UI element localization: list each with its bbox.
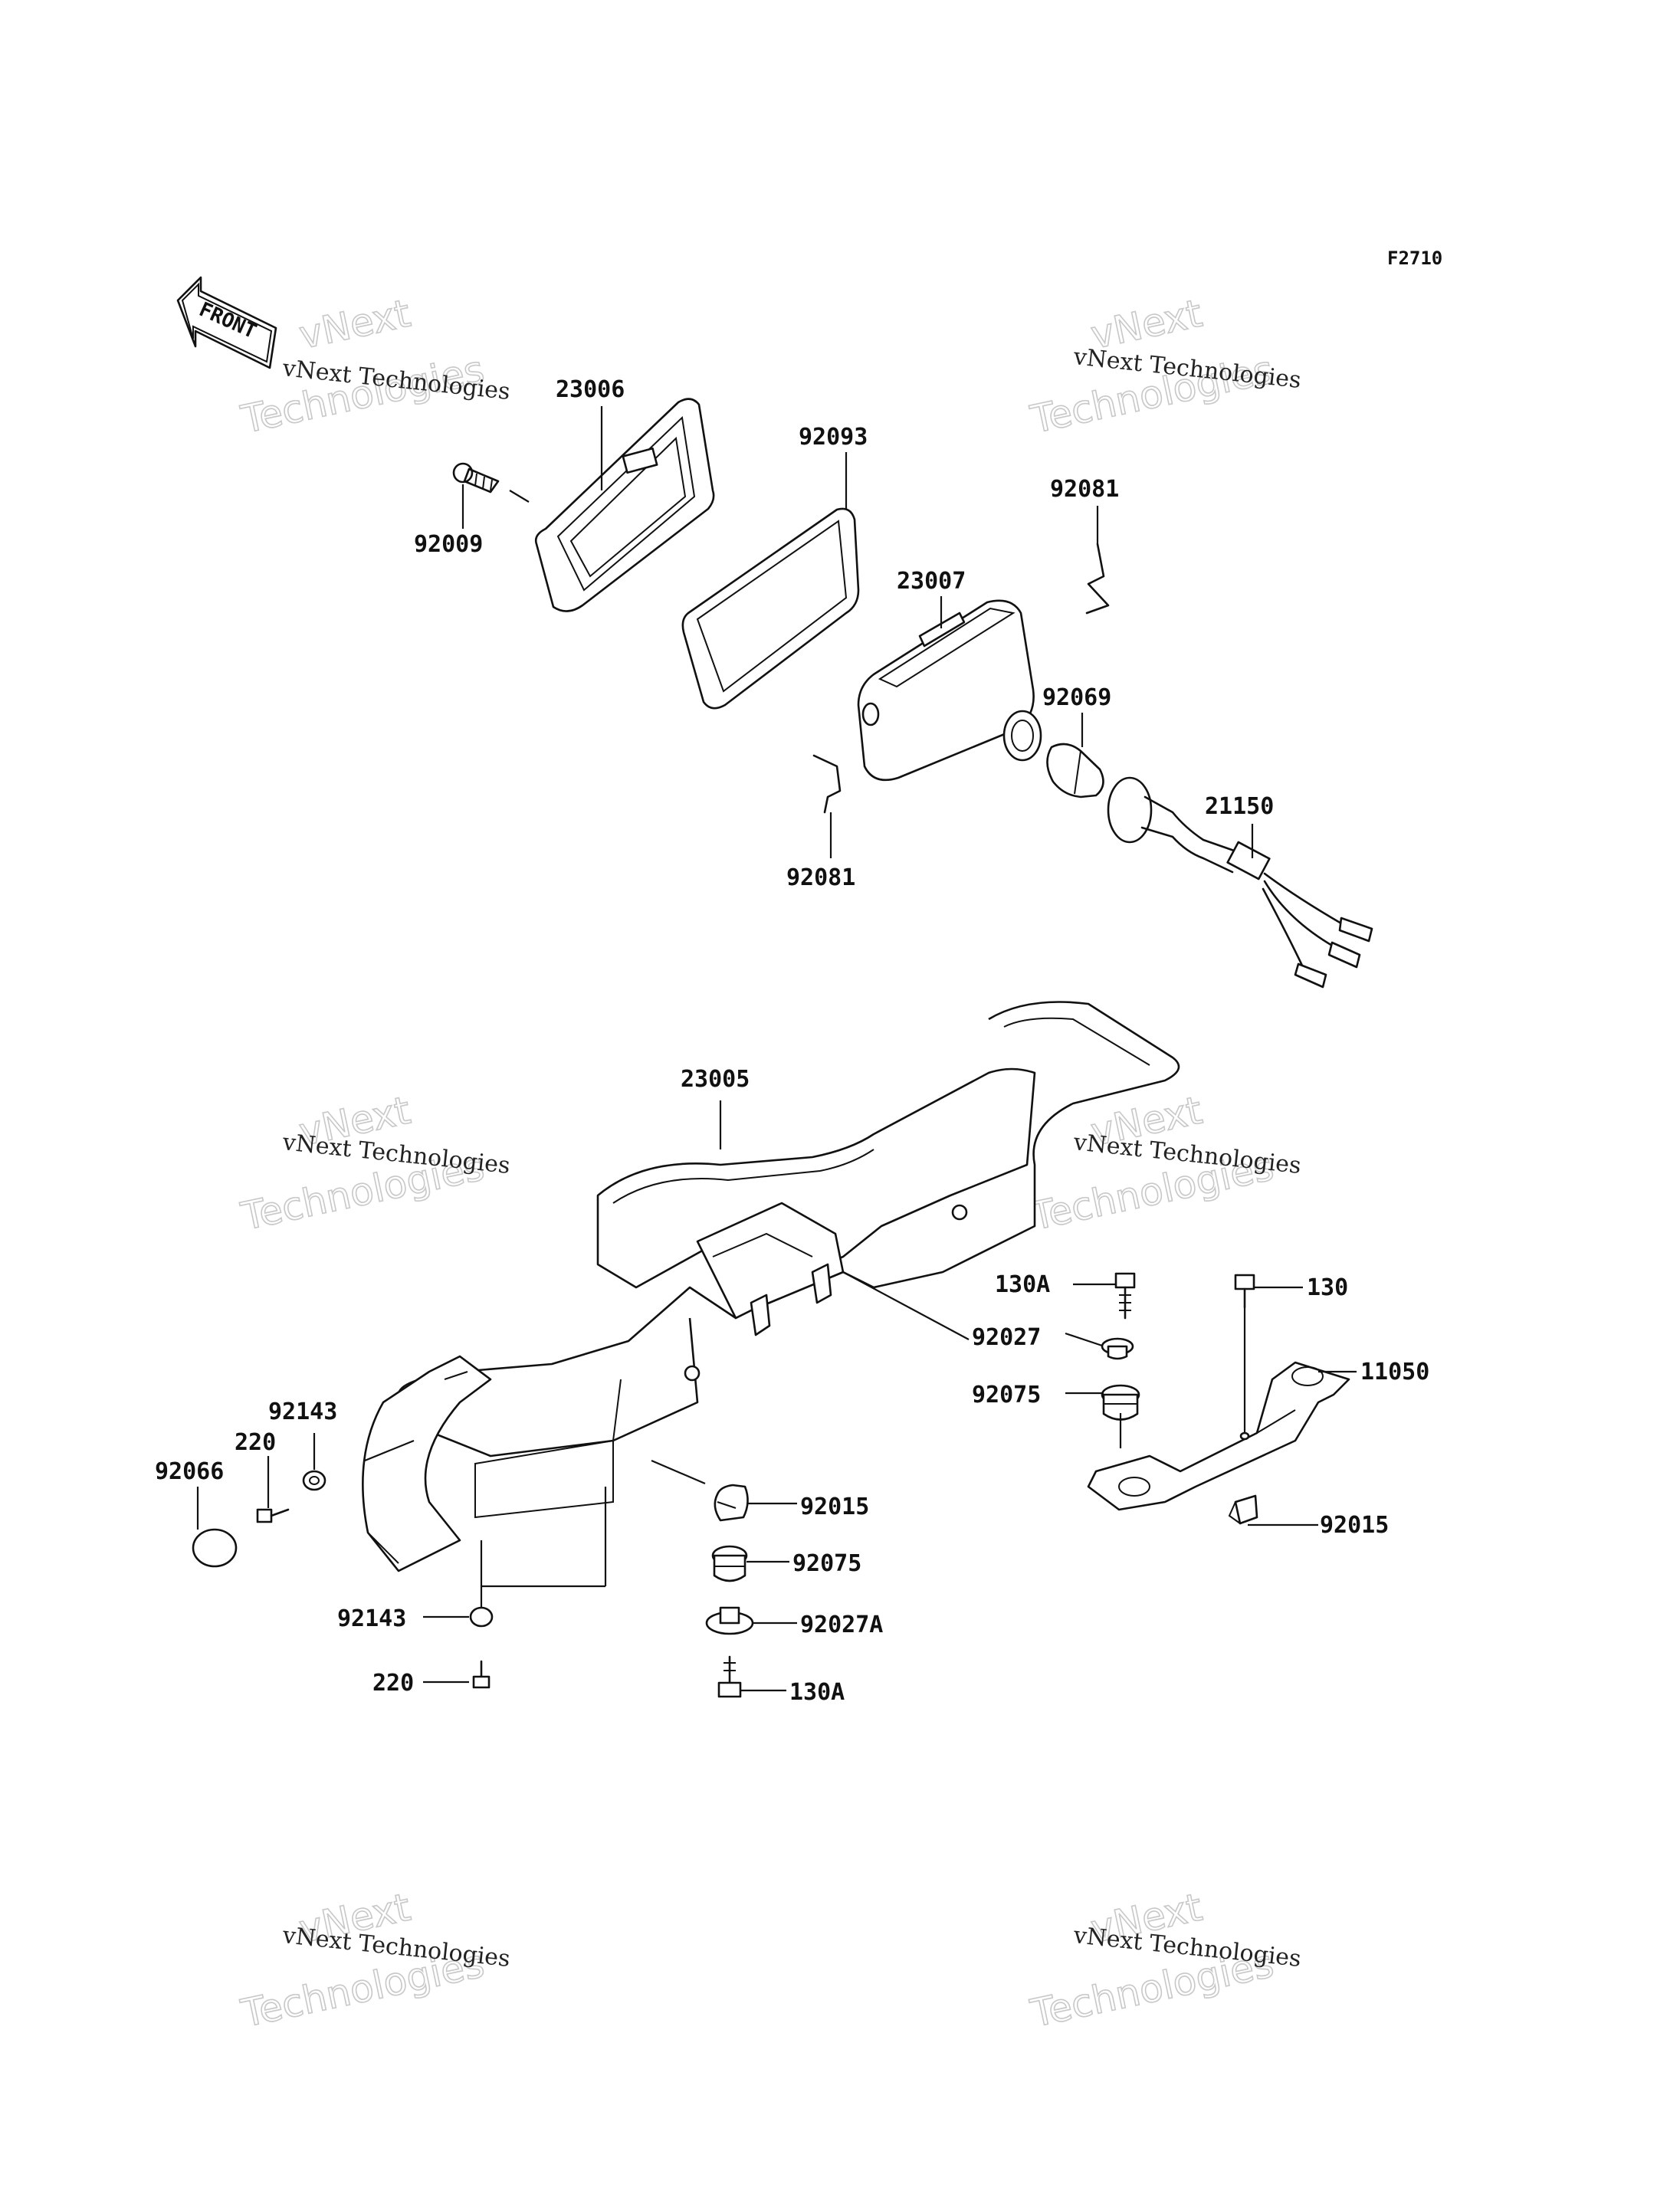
collar-part bbox=[705, 1606, 754, 1635]
bolt-part bbox=[717, 1655, 742, 1698]
bulb-part bbox=[1046, 743, 1104, 798]
callout-92015-center: 92015 bbox=[800, 1494, 869, 1520]
clip-part-top bbox=[1085, 543, 1110, 615]
callout-92075-right: 92075 bbox=[972, 1382, 1041, 1408]
headlight-unit-part bbox=[857, 599, 1042, 782]
collar-part bbox=[1101, 1337, 1134, 1360]
watermark: vNext Technologies vNext Technologies bbox=[1026, 1087, 1303, 1240]
watermark: vNext Technologies vNext Technologies bbox=[237, 1087, 512, 1240]
headlight-bracket-part bbox=[362, 1001, 1180, 1572]
nut-part bbox=[469, 1606, 494, 1628]
screw-part bbox=[256, 1508, 290, 1523]
screw-part bbox=[452, 462, 500, 494]
callout-220-left: 220 bbox=[235, 1429, 276, 1456]
callout-92015-right: 92015 bbox=[1320, 1512, 1389, 1539]
nut-part bbox=[302, 1470, 326, 1491]
callout-92066: 92066 bbox=[155, 1458, 224, 1485]
bolt-part bbox=[1234, 1274, 1255, 1309]
callout-92027: 92027 bbox=[972, 1324, 1041, 1351]
figure-code: F2710 bbox=[1387, 248, 1442, 269]
callout-21150: 21150 bbox=[1205, 793, 1274, 820]
gasket-part bbox=[681, 507, 860, 710]
callout-23006: 23006 bbox=[556, 376, 625, 403]
svg-text:vNext: vNext bbox=[295, 291, 414, 358]
callout-92081-top: 92081 bbox=[1050, 476, 1119, 503]
callout-92081-bottom: 92081 bbox=[786, 864, 855, 891]
grommet-part bbox=[1101, 1384, 1140, 1421]
callout-130A-bottom: 130A bbox=[789, 1679, 845, 1706]
watermark: vNext Technologies vNext Technologies bbox=[1026, 1884, 1303, 2037]
nut-clip-part bbox=[714, 1484, 749, 1522]
callout-130A-top: 130A bbox=[995, 1271, 1050, 1298]
socket-harness-part bbox=[1107, 776, 1373, 989]
callout-92069: 92069 bbox=[1042, 684, 1111, 711]
stay-bracket-part bbox=[1087, 1361, 1350, 1511]
callout-11050: 11050 bbox=[1360, 1359, 1429, 1385]
callout-92009: 92009 bbox=[414, 531, 483, 558]
nut-clip-part bbox=[1228, 1494, 1258, 1525]
callout-92075-center: 92075 bbox=[792, 1550, 861, 1577]
clip-part-bottom bbox=[812, 754, 842, 814]
callout-92143-left: 92143 bbox=[268, 1399, 337, 1425]
callout-23005: 23005 bbox=[681, 1066, 750, 1093]
watermark: vNext Technologies vNext Technologies bbox=[237, 1884, 512, 2037]
watermark: vNext Technologies vNext Technologies bbox=[237, 290, 512, 443]
front-arrow-icon: FRONT bbox=[176, 276, 277, 369]
headlight-rim-part bbox=[534, 398, 715, 612]
callout-130: 130 bbox=[1307, 1274, 1348, 1301]
grommet-part bbox=[711, 1545, 748, 1582]
callout-220-bottom: 220 bbox=[372, 1670, 414, 1697]
bolt-part bbox=[1114, 1272, 1136, 1320]
callout-23007: 23007 bbox=[897, 568, 966, 595]
cap-part bbox=[192, 1528, 238, 1568]
screw-part bbox=[472, 1660, 491, 1689]
callout-92143-bottom: 92143 bbox=[337, 1605, 406, 1632]
callout-92027A: 92027A bbox=[800, 1612, 883, 1638]
watermark: vNext Technologies vNext Technologies bbox=[1026, 290, 1303, 443]
callout-92093: 92093 bbox=[799, 424, 868, 451]
